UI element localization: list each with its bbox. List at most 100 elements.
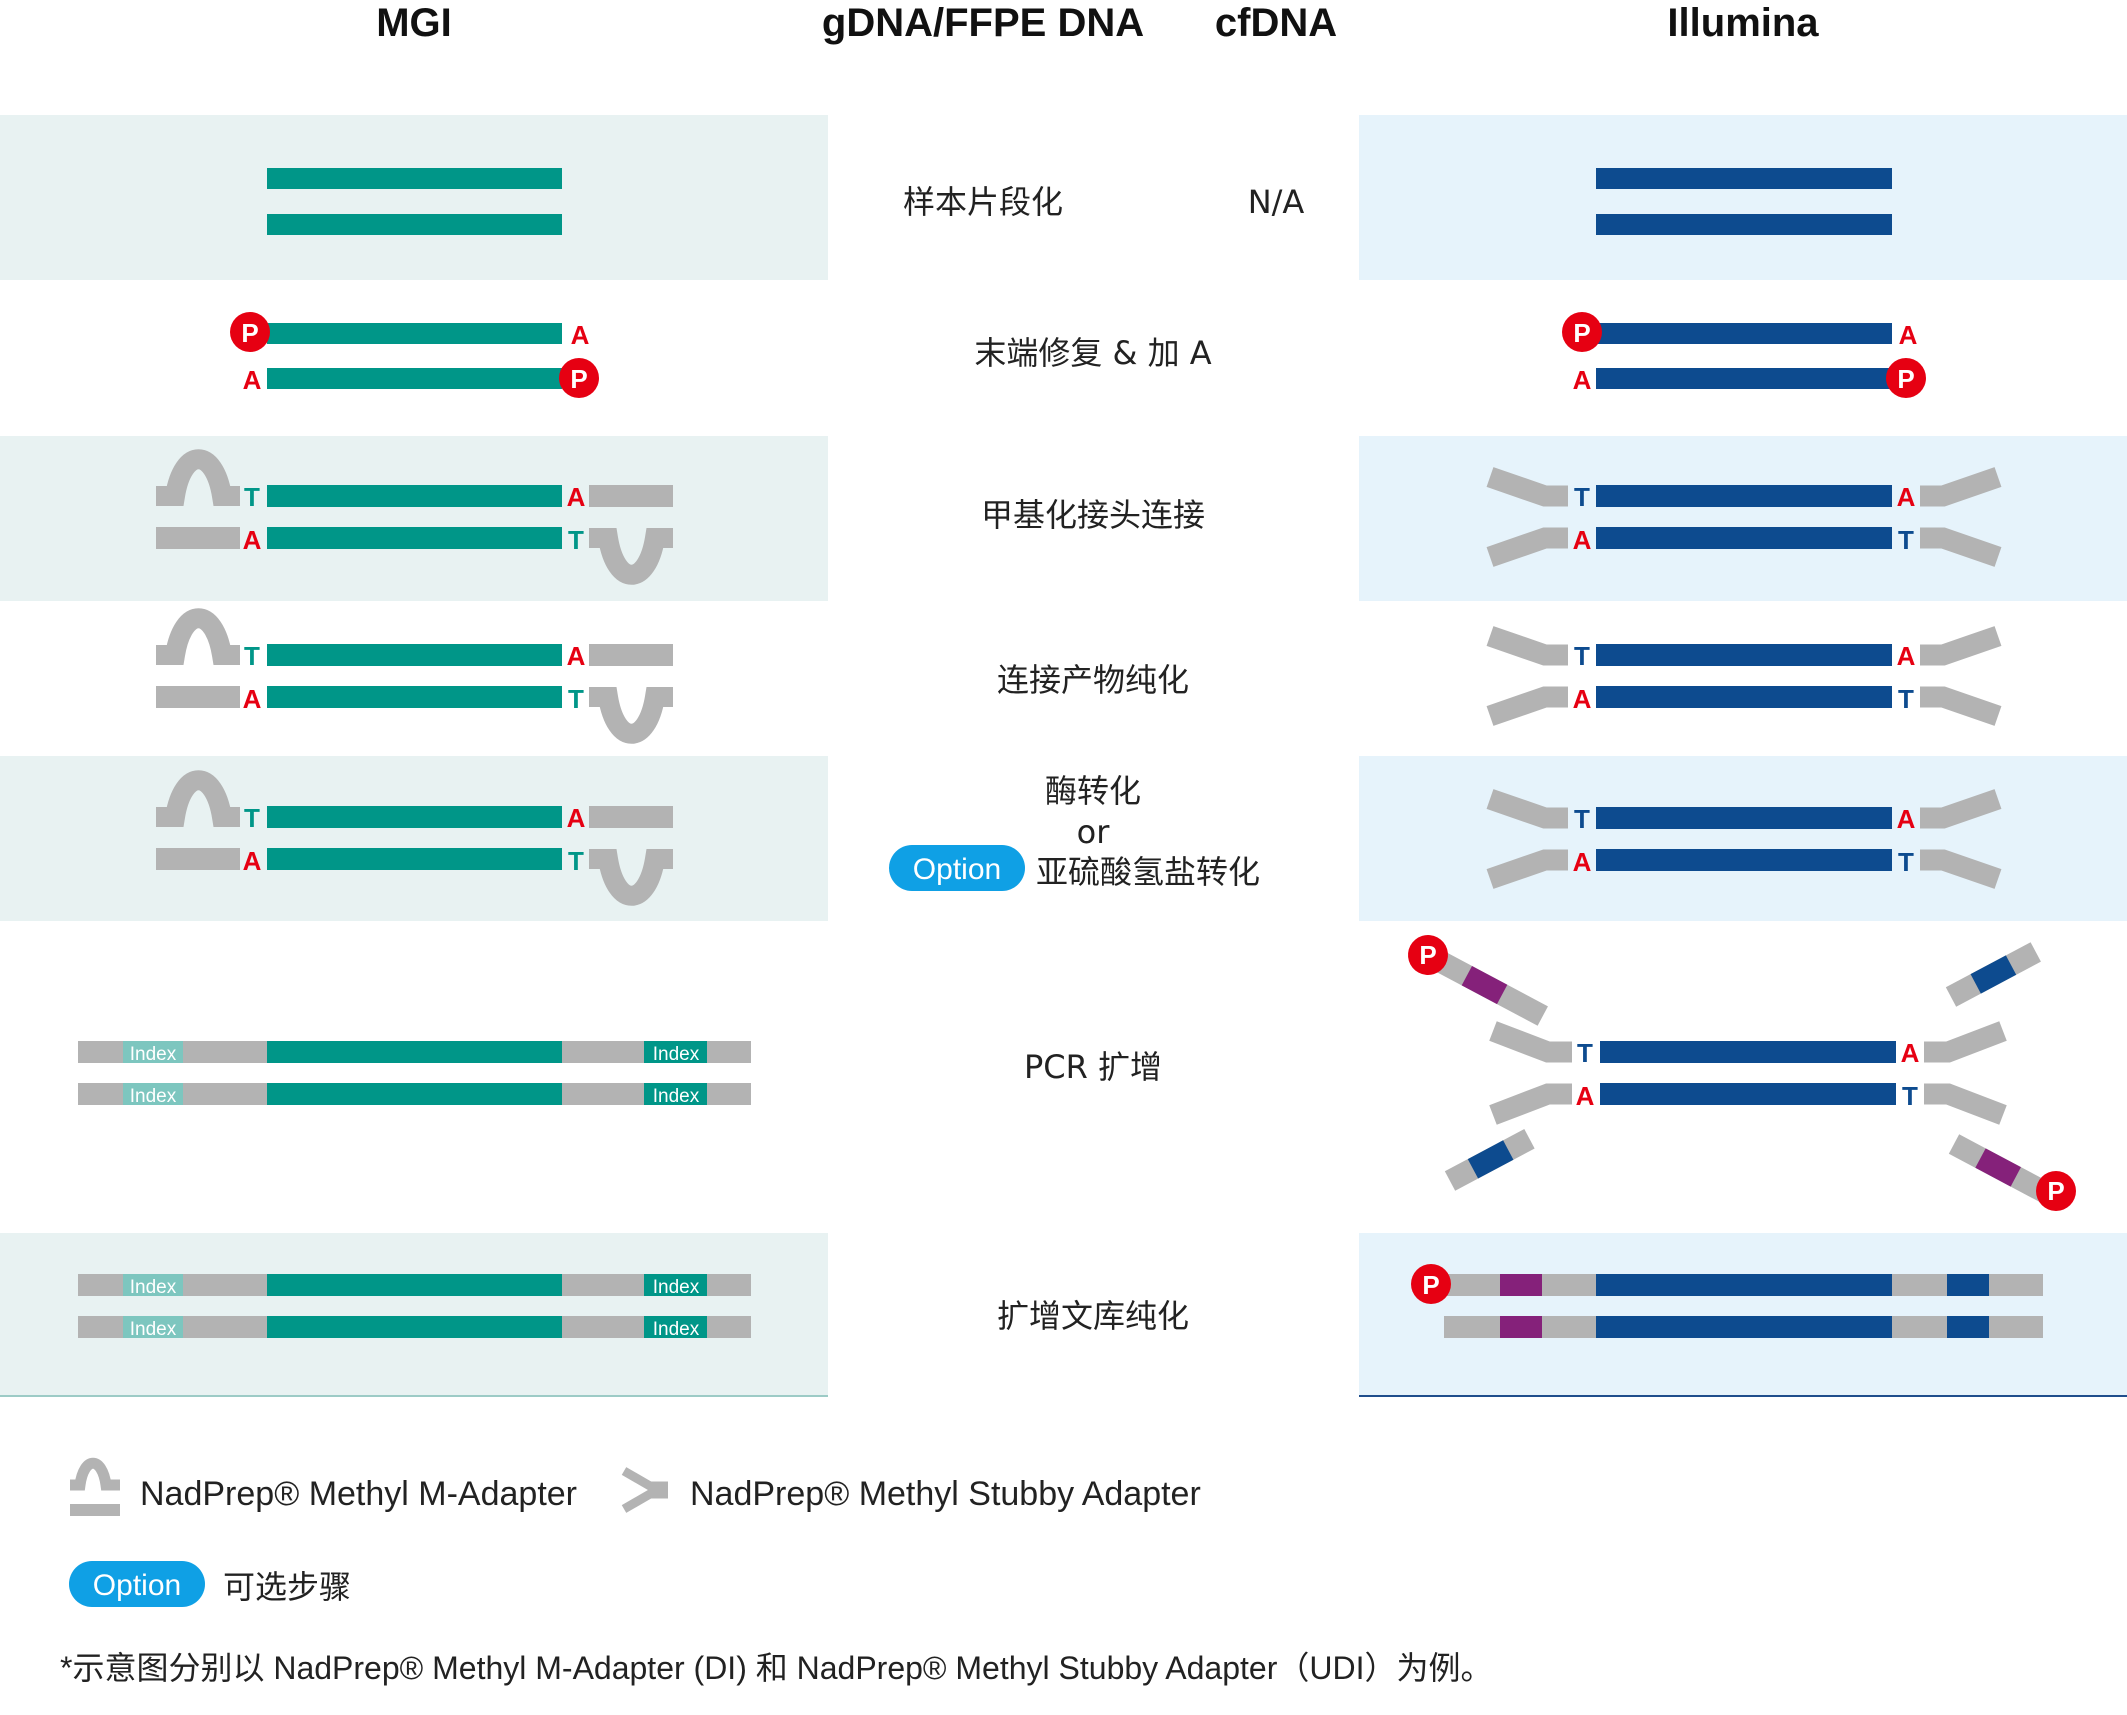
index-segment: [123, 1041, 183, 1063]
a-tail-label: A: [1576, 1081, 1595, 1111]
a-tail-label: A: [1899, 320, 1918, 350]
stubby-adapter-arm: [1486, 849, 1568, 889]
mgi-conversion: T A A T: [156, 770, 673, 906]
illumina-end-repair: P P A A: [1562, 312, 1926, 398]
index-segment: [123, 1274, 183, 1296]
index-segment: [1500, 1316, 1542, 1338]
mgi-strand: [267, 168, 562, 189]
illumina-band-library-cleanup: [1359, 1233, 2127, 1396]
illumina-fragmentation: [1596, 168, 1892, 235]
a-tail-label: A: [1573, 525, 1592, 555]
header-gdna: gDNA/FFPE DNA: [822, 1, 1144, 45]
illumina-library-cleanup: P: [1411, 1264, 2043, 1338]
header-cfdna: cfDNA: [1215, 1, 1337, 45]
t-overhang-label: T: [1898, 847, 1914, 877]
illumina-strand: [1600, 1041, 1896, 1063]
header-mgi: MGI: [376, 1, 452, 45]
index-segment: [644, 1083, 707, 1105]
illumina-band-ligation: [1359, 436, 2127, 601]
stubby-adapter-arm: [1924, 1021, 2007, 1063]
illumina-ligation-cleanup: T A A T: [1486, 626, 2002, 726]
illumina-strand: [1596, 368, 1892, 389]
a-tail-label: A: [1897, 804, 1916, 834]
primer-index: [1467, 1140, 1514, 1179]
m-adapter-loop: [156, 449, 240, 506]
illumina-band-fragmentation: [1359, 115, 2127, 280]
legend-option-badge-label: Option: [93, 1569, 181, 1602]
stubby-adapter-arm: [1486, 686, 1568, 726]
m-adapter-icon-loop: [70, 1458, 120, 1491]
phosphate-marker: [1562, 312, 1602, 352]
index-label: Index: [653, 1044, 700, 1065]
t-overhang-label: T: [244, 641, 260, 671]
m-adapter-loop: [589, 687, 673, 744]
t-overhang-label: T: [568, 525, 584, 555]
step-conversion-bisulfite: 亚硫酸氢盐转化: [1036, 853, 1260, 891]
adapter-stub: [589, 806, 673, 828]
illumina-strand: [1596, 686, 1892, 708]
stubby-adapter-arm: [1924, 1083, 2007, 1125]
t-overhang-label: T: [1574, 804, 1590, 834]
illumina-strand: [1596, 849, 1892, 871]
illumina-strand: [1596, 644, 1892, 666]
illumina-strand: [1596, 214, 1892, 235]
step-ligation-cleanup: 连接产物纯化: [997, 661, 1189, 699]
phosphate-label: P: [2047, 1176, 2064, 1206]
index-segment: [123, 1316, 183, 1338]
a-tail-label: A: [1901, 1038, 1920, 1068]
mgi-strand: [267, 485, 562, 507]
mgi-strand: [267, 323, 562, 344]
index-segment: [644, 1274, 707, 1296]
t-overhang-label: T: [1577, 1038, 1593, 1068]
a-tail-label: A: [243, 846, 262, 876]
illumina-conversion: T A A T: [1486, 789, 2002, 889]
m-adapter-loop: [589, 528, 673, 585]
t-overhang-label: T: [1902, 1081, 1918, 1111]
legend-m-adapter-label: NadPrep® Methyl M-Adapter: [140, 1475, 577, 1513]
stubby-adapter-arm: [1486, 467, 1568, 507]
a-tail-label: A: [571, 320, 590, 350]
mgi-strand: [267, 1274, 562, 1296]
stubby-adapter-arm: [1489, 1021, 1572, 1063]
a-tail-label: A: [243, 525, 262, 555]
illumina-strand: [1596, 485, 1892, 507]
legend-option-badge: [69, 1561, 205, 1607]
primer-top-right: [1945, 942, 2041, 1007]
m-adapter-loop: [156, 770, 240, 827]
t-overhang-label: T: [568, 846, 584, 876]
stubby-adapter-arm: [1920, 626, 2002, 666]
mgi-band-fragmentation: [0, 115, 828, 280]
step-end-repair: 末端修复 & 加 A: [974, 334, 1211, 372]
step-fragmentation-cfdna: N/A: [1248, 183, 1305, 221]
mgi-band-library-cleanup: [0, 1233, 828, 1396]
primer-index: [1970, 955, 2017, 994]
a-tail-label: A: [1897, 641, 1916, 671]
illumina-strand: [1596, 807, 1892, 829]
stubby-adapter-arm: [1920, 467, 2002, 507]
phosphate-label: P: [1422, 1270, 1439, 1300]
primer-bottom-right: [1948, 1134, 2051, 1203]
phosphate-label: P: [1897, 364, 1914, 394]
index-label: Index: [653, 1277, 700, 1298]
mgi-band-ligation: [0, 436, 828, 601]
index-segment: [123, 1083, 183, 1105]
stubby-adapter-legend-icon: [621, 1467, 668, 1513]
stubby-adapter-arm: [1486, 527, 1568, 567]
a-tail-label: A: [567, 803, 586, 833]
illumina-ligation: T A A T: [1486, 467, 2002, 567]
illumina-strand: [1596, 168, 1892, 189]
a-tail-label: A: [1897, 482, 1916, 512]
stubby-adapter-arm: [1489, 1083, 1572, 1125]
index-label: Index: [130, 1086, 177, 1107]
adapter-stub: [589, 485, 673, 507]
stubby-adapter-arm: [1920, 789, 2002, 829]
t-overhang-label: T: [568, 684, 584, 714]
a-tail-label: A: [567, 641, 586, 671]
phosphate-marker: [559, 358, 599, 398]
phosphate-label: P: [570, 364, 587, 394]
stubby-adapter-arm: [1920, 686, 2002, 726]
stubby-adapter-arm: [1920, 527, 2002, 567]
mgi-strand: [267, 806, 562, 828]
index-label: Index: [130, 1277, 177, 1298]
